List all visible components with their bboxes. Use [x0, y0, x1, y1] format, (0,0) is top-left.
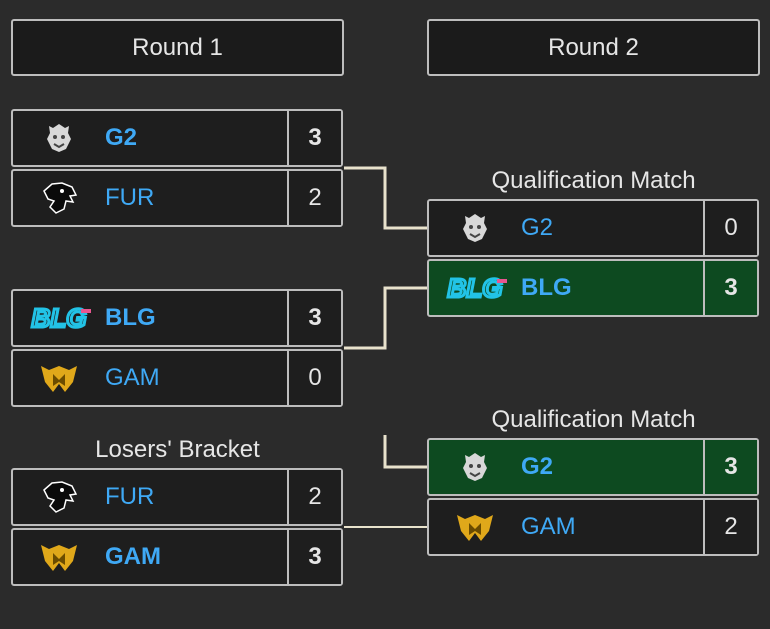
svg-text:BLG: BLG: [32, 303, 87, 333]
team-name: FUR: [105, 483, 155, 510]
round-2-header: Round 2: [427, 19, 760, 76]
team-name: GAM: [105, 364, 160, 391]
losers-bracket-label: Losers' Bracket: [95, 436, 260, 463]
team-score: 0: [703, 201, 757, 255]
team-name: GAM: [105, 543, 161, 570]
round-1-header: Round 1: [11, 19, 344, 76]
match-row[interactable]: BLG BLG 3: [11, 289, 343, 347]
team-score: 3: [287, 530, 341, 584]
svg-text:BLG: BLG: [448, 273, 503, 303]
g2-icon: [429, 440, 521, 494]
qualification-match-label: Qualification Match: [491, 167, 696, 194]
round-1-label: Round 1: [132, 33, 223, 61]
qualification-match-label: Qualification Match: [491, 406, 696, 433]
team-score: 2: [287, 171, 341, 225]
team-score: 3: [287, 111, 341, 165]
team-score: 2: [703, 500, 757, 554]
team-name: BLG: [521, 274, 572, 301]
match-row[interactable]: G2 3: [427, 438, 759, 496]
team-score: 0: [287, 351, 341, 405]
match-row[interactable]: GAM 3: [11, 528, 343, 586]
team-score: 3: [703, 261, 757, 315]
team-score: 3: [703, 440, 757, 494]
team-name: FUR: [105, 184, 155, 211]
match-row[interactable]: G2 3: [11, 109, 343, 167]
blg-icon: BLG: [429, 261, 521, 315]
round-2-label: Round 2: [548, 33, 639, 61]
match-row[interactable]: BLG BLG 3: [427, 259, 759, 317]
gam-icon: [429, 500, 521, 554]
match-row[interactable]: FUR 2: [11, 169, 343, 227]
gam-icon: [13, 351, 105, 405]
team-score: 3: [287, 291, 341, 345]
team-name: G2: [521, 214, 554, 241]
match-row[interactable]: G2 0: [427, 199, 759, 257]
team-name: G2: [521, 453, 554, 480]
gam-icon: [13, 530, 105, 584]
panther-icon: [13, 171, 105, 225]
g2-icon: [13, 111, 105, 165]
match-row[interactable]: GAM 0: [11, 349, 343, 407]
blg-icon: BLG: [13, 291, 105, 345]
match-row[interactable]: FUR 2: [11, 468, 343, 526]
team-name: GAM: [521, 513, 576, 540]
match-row[interactable]: GAM 2: [427, 498, 759, 556]
team-name: G2: [105, 124, 138, 151]
g2-icon: [429, 201, 521, 255]
team-score: 2: [287, 470, 341, 524]
panther-icon: [13, 470, 105, 524]
team-name: BLG: [105, 304, 156, 331]
